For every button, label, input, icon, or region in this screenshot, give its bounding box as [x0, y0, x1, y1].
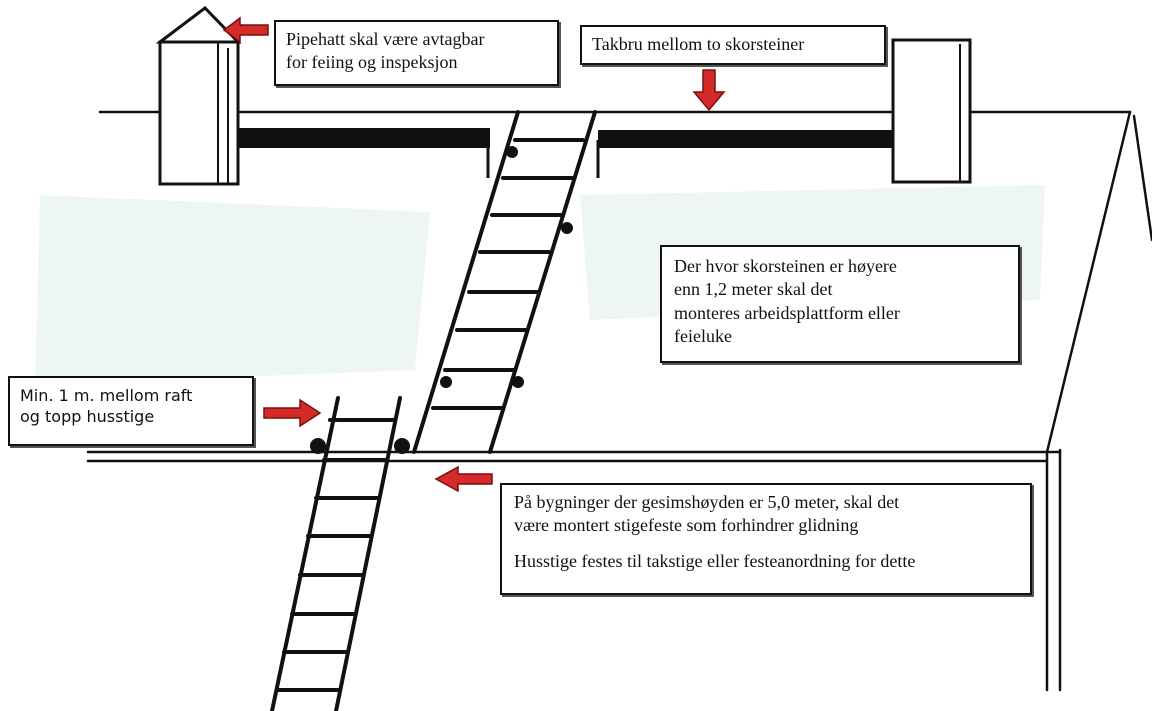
roof-bridge [236, 128, 893, 180]
callout-platform: Der hvor skorsteinen er høyere enn 1,2 m… [660, 245, 1020, 363]
roof-ladder [412, 110, 597, 454]
house-ladder [270, 396, 410, 711]
chimney-right [891, 38, 972, 184]
roof-outline [86, 110, 1152, 692]
ladder-anchor-text-1: På bygninger der gesimshøyden er 5,0 met… [514, 492, 900, 536]
callout-eaves-distance: Min. 1 m. mellom raft og topp husstige [8, 376, 254, 446]
ladder-anchor-text-2: Husstige festes til takstige eller feste… [514, 550, 916, 571]
arrow-ladder-anchor [434, 465, 493, 493]
arrow-chimney-cap [222, 16, 269, 44]
roof-shade-left [35, 195, 430, 385]
arrow-roof-bridge [692, 69, 726, 112]
callout-ladder-anchor: På bygninger der gesimshøyden er 5,0 met… [500, 483, 1032, 595]
callout-roof-bridge: Takbru mellom to skorsteiner [580, 25, 886, 65]
callout-chimney-cap: Pipehatt skal være avtagbar for feiing o… [274, 20, 559, 86]
arrow-eaves-distance [263, 398, 322, 428]
chimney-left [155, 6, 242, 186]
